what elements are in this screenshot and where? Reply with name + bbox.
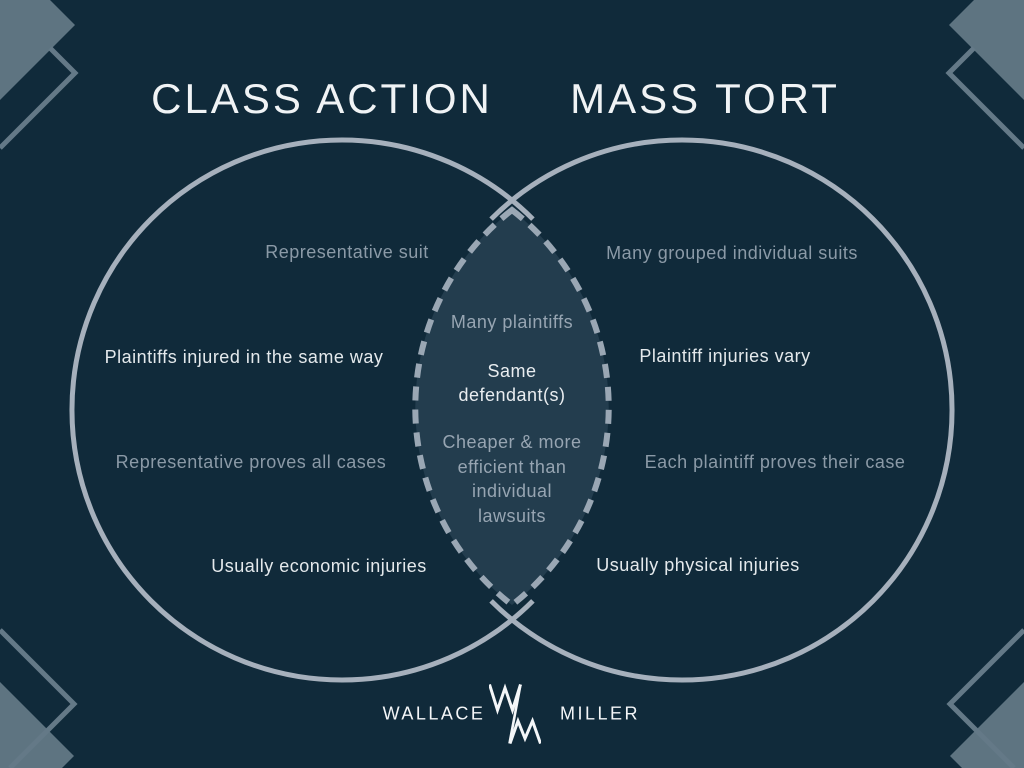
heading-class-action: CLASS ACTION bbox=[151, 75, 493, 122]
wordmark-wallace: WALLACE bbox=[382, 703, 486, 724]
heading-mass-tort: MASS TORT bbox=[570, 75, 840, 122]
class-action-item-economic-injuries: Usually economic injuries bbox=[211, 556, 427, 576]
corner-accent-bottom-right bbox=[946, 628, 1024, 768]
corner-accent-top-right bbox=[945, 0, 1024, 150]
class-action-item-representative-proves: Representative proves all cases bbox=[115, 452, 387, 472]
left-circle-outline bbox=[69, 137, 535, 683]
wm-monogram-icon bbox=[489, 683, 541, 745]
corner-accent-top-left bbox=[0, 0, 79, 150]
overlap-item-many-plaintiffs: Many plaintiffs bbox=[450, 312, 574, 332]
class-action-item-plaintiffs-injured: Plaintiffs injured in the same way bbox=[104, 347, 384, 367]
mass-tort-item-each-plaintiff-proves: Each plaintiff proves their case bbox=[644, 452, 906, 472]
overlap-item-cheaper-efficient: Cheaper & more efficient than individual… bbox=[442, 432, 582, 526]
mass-tort-item-grouped-suits: Many grouped individual suits bbox=[606, 243, 858, 263]
class-action-item-representative-suit: Representative suit bbox=[265, 242, 429, 262]
wordmark-miller: MILLER bbox=[559, 703, 641, 724]
right-circle-outline bbox=[489, 137, 955, 683]
mass-tort-item-physical-injuries: Usually physical injuries bbox=[596, 555, 800, 575]
overlap-lens bbox=[412, 206, 612, 609]
overlap-item-same-defendants: Same defendant(s) bbox=[458, 361, 566, 405]
corner-accent-bottom-left bbox=[0, 628, 78, 768]
mass-tort-item-injuries-vary: Plaintiff injuries vary bbox=[639, 346, 811, 366]
